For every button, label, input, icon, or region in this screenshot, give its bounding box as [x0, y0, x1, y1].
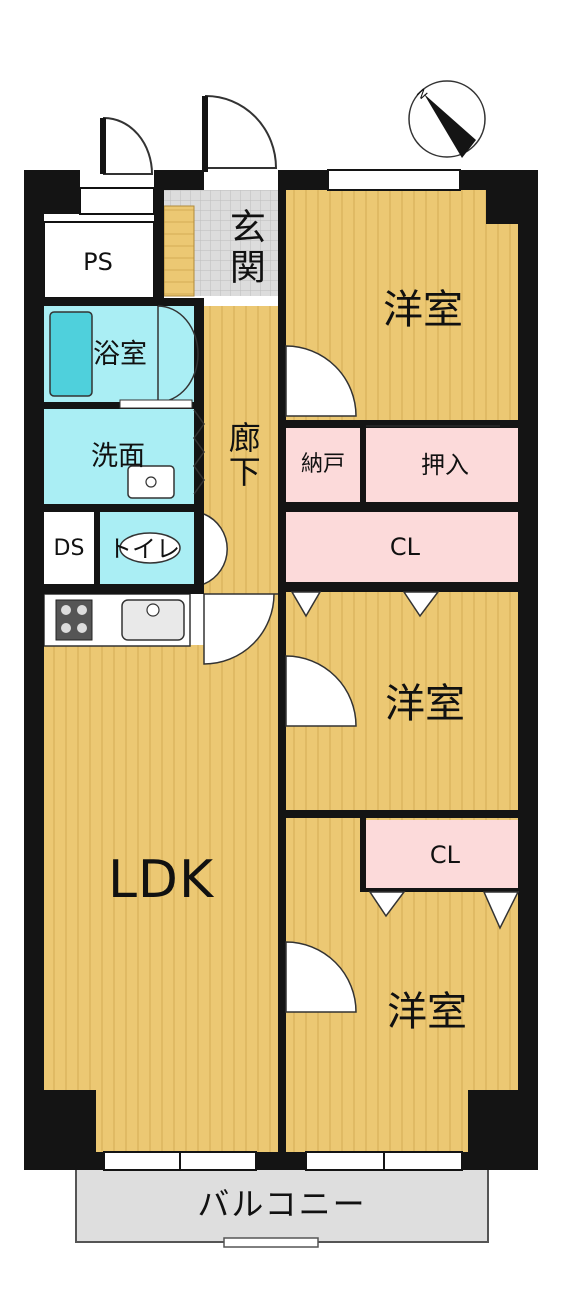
closet-top-label: CL — [389, 533, 421, 561]
entrance-label: 玄関 — [222, 200, 266, 296]
outer-walls — [24, 170, 538, 1170]
entrance-label-text: 玄関 — [223, 208, 265, 288]
oshiire-label: 押入 — [421, 451, 469, 479]
compass-icon — [408, 80, 486, 158]
stove — [55, 599, 93, 641]
ps-label: PS — [83, 248, 113, 276]
balcony-area — [75, 1165, 489, 1243]
side-door — [103, 116, 154, 175]
sink — [121, 599, 185, 641]
closet-top-doors — [290, 591, 440, 618]
western-middle-door — [285, 655, 357, 727]
balcony-drain — [223, 1237, 319, 1248]
entry-box — [79, 187, 155, 215]
western-bottom-door — [285, 941, 357, 1013]
closet-bottom-doors — [368, 891, 520, 930]
ldk-label: LDK — [107, 850, 215, 910]
corridor-label-text: 廊下 — [223, 421, 262, 489]
ds-area — [44, 512, 94, 584]
western-top-door — [285, 345, 357, 417]
ldk-door — [203, 593, 278, 665]
front-door — [205, 94, 278, 169]
western-room-middle-label: 洋室 — [385, 681, 465, 727]
closet-bottom-label: CL — [429, 841, 461, 869]
bathtub — [49, 311, 93, 397]
bath-label: 浴室 — [93, 338, 147, 370]
entrance-step — [163, 205, 195, 297]
western-room-top-label: 洋室 — [383, 287, 463, 333]
washroom-door — [193, 409, 205, 495]
storage-label: 納戸 — [300, 452, 345, 477]
western-room-bottom-label: 洋室 — [387, 989, 467, 1035]
ds-label: DS — [53, 536, 85, 561]
toilet-bowl — [119, 532, 181, 564]
toilet-label: トイレ — [108, 535, 180, 563]
corridor-label: 廊下 — [220, 416, 264, 494]
storage-floor — [286, 428, 360, 502]
bath-door — [157, 305, 199, 403]
windows — [103, 169, 463, 1171]
oshiire-floor — [366, 428, 518, 502]
washroom-label: 洗面 — [91, 440, 145, 472]
balcony-label: バルコニー — [197, 1185, 367, 1223]
corridor-floor — [204, 306, 278, 646]
ldk-floor — [44, 645, 278, 1152]
closet-top-floor — [286, 512, 518, 582]
toilet-door — [203, 513, 228, 585]
closet-bottom-floor — [366, 820, 518, 890]
